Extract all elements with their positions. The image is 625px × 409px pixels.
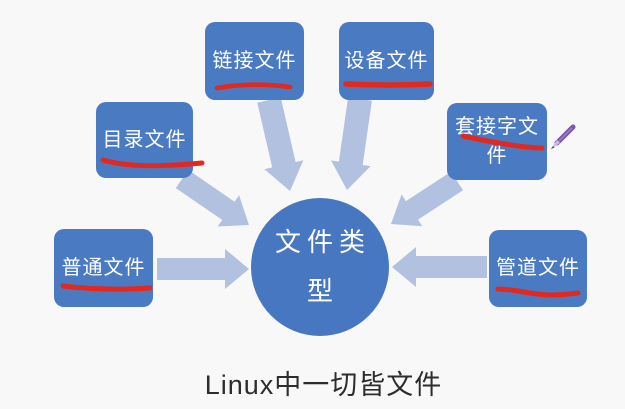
node-socket-file: 套接字文 件 — [447, 103, 547, 180]
node-pipe-file: 管道文件 — [489, 230, 587, 307]
node-link-file-label: 链接文件 — [212, 49, 297, 72]
arrow-to-center-1 — [392, 247, 487, 287]
node-device-file-label: 设备文件 — [344, 49, 429, 72]
arrow-to-center-2 — [175, 169, 249, 227]
arrow-to-center-5 — [331, 97, 372, 190]
center-label-line2: 型 — [306, 276, 339, 306]
arrow-to-center-0 — [157, 249, 249, 289]
node-link-file: 链接文件 — [205, 22, 304, 100]
center-label-line1: 文件类 — [274, 227, 371, 257]
node-pipe-file-label: 管道文件 — [496, 257, 580, 279]
arrow-to-center-4 — [257, 97, 304, 191]
node-socket-file-label-line2: 件 — [486, 144, 508, 167]
arrow-to-center-3 — [391, 171, 463, 227]
node-regular-file-label: 普通文件 — [61, 256, 146, 279]
caption: Linux中一切皆文件 — [204, 370, 443, 400]
node-socket-file-label-line1: 套接字文 — [455, 115, 539, 138]
node-regular-file: 普通文件 — [54, 229, 153, 307]
node-directory-file: 目录文件 — [96, 102, 193, 178]
node-device-file: 设备文件 — [339, 22, 434, 100]
node-directory-file-label: 目录文件 — [102, 128, 187, 151]
center-node-file-type: 文件类 型 — [251, 198, 389, 336]
